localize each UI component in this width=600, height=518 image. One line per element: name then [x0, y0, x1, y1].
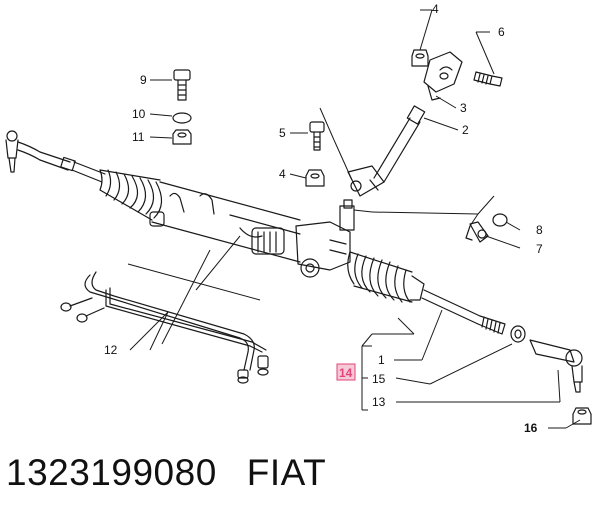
- stabilizer-bar-12: [60, 271, 269, 384]
- callout-15: 15: [372, 372, 386, 386]
- intermediate-shaft-2: [373, 105, 426, 183]
- footer-caption: 1323199080 FIAT: [6, 452, 326, 494]
- right-boot: [347, 251, 425, 303]
- callout-2: 2: [462, 123, 469, 137]
- callout-4-upper: 4: [432, 2, 439, 16]
- nut-4-upper: [411, 49, 429, 67]
- callout-13: 13: [372, 395, 386, 409]
- callout-12: 12: [104, 343, 118, 357]
- pinion-housing: [295, 199, 355, 278]
- callout-10: 10: [132, 107, 146, 121]
- callout-9: 9: [140, 73, 147, 87]
- callout-3: 3: [460, 101, 467, 115]
- bolt-6: [473, 71, 503, 87]
- callout-6: 6: [498, 25, 505, 39]
- nut-4-lower: [305, 169, 325, 187]
- brand-name: FIAT: [246, 452, 327, 493]
- nut-11: [172, 129, 192, 145]
- callout-8: 8: [536, 223, 543, 237]
- callout-labels: 9 10 11 5 4 4 6 3 2 8 7 12 1 14 15 13 16: [104, 2, 543, 435]
- bolt-5: [309, 121, 325, 151]
- part-number: 1323199080: [6, 452, 217, 493]
- callout-14: 14: [339, 366, 353, 380]
- right-tie-rod-end: [529, 339, 583, 393]
- universal-joint-lower: [347, 165, 385, 197]
- callout-5: 5: [279, 126, 286, 140]
- highlight-box-14: [336, 363, 356, 381]
- universal-joint-3: [423, 51, 463, 101]
- callout-4-lower: 4: [279, 167, 286, 181]
- callout-16: 16: [524, 421, 538, 435]
- callout-1: 1: [378, 353, 385, 367]
- washer-8: [492, 213, 508, 227]
- callout-11: 11: [132, 130, 145, 144]
- rack-housing: [149, 181, 301, 263]
- left-tie-rod-end: [5, 130, 76, 173]
- leader-lines: [127, 9, 581, 429]
- washer-10: [172, 112, 192, 124]
- bolt-9: [173, 69, 191, 101]
- right-tie-rod: [421, 289, 526, 343]
- left-inner-tie-rod: [71, 161, 106, 183]
- left-boot: [99, 169, 163, 221]
- nut-16: [572, 407, 592, 425]
- callout-7: 7: [536, 242, 543, 256]
- clamp-7: [465, 221, 489, 243]
